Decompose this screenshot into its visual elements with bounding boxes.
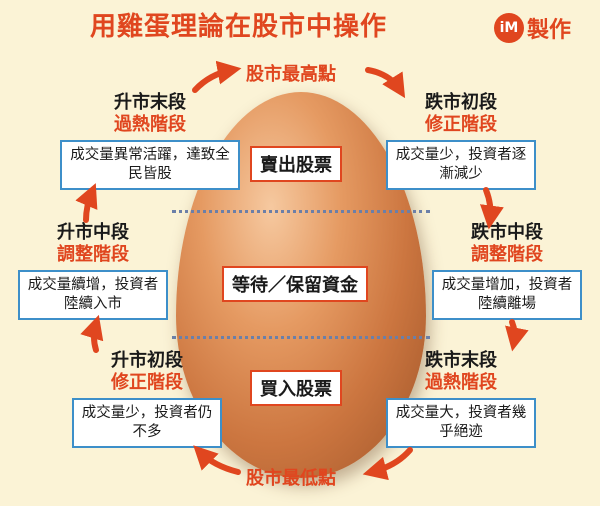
stage-phase: 調整階段 [471, 244, 543, 265]
arrow-bottom-left-icon [193, 445, 241, 475]
arrow-left-lower-icon [80, 314, 104, 353]
stage-rise-late: 升市末段 過熱階段 成交量異常活躍，達致全民皆股 [60, 92, 240, 190]
brand-text: 製作 [527, 18, 572, 43]
stage-fall-mid: 跌市中段 調整階段 成交量增加，投資者陸續離場 [432, 222, 582, 320]
arrow-top-left-icon [192, 60, 242, 93]
stage-description: 成交量大，投資者幾乎絕迹 [386, 398, 536, 448]
stage-description: 成交量少，投資者逐漸減少 [386, 140, 536, 190]
stage-name: 跌市末段 [425, 350, 497, 371]
stage-phase: 過熱階段 [114, 114, 186, 135]
arrow-right-upper-icon [480, 187, 504, 230]
arrow-bottom-right-icon [362, 447, 413, 481]
divider-upper [172, 210, 430, 213]
stage-phase: 調整階段 [57, 244, 129, 265]
arrow-top-right-icon [365, 67, 406, 99]
market-peak-label: 股市最高點 [246, 64, 336, 85]
buy-action-label: 買入股票 [250, 370, 342, 406]
stage-phase: 修正階段 [425, 114, 497, 135]
stage-description: 成交量少，投資者仍不多 [72, 398, 222, 448]
stage-fall-late: 跌市末段 過熱階段 成交量大，投資者幾乎絕迹 [386, 350, 536, 448]
stage-name: 跌市初段 [425, 92, 497, 113]
stage-description: 成交量增加，投資者陸續離場 [432, 270, 582, 320]
arrow-right-lower-icon [505, 319, 529, 352]
stage-name: 升市中段 [57, 222, 129, 243]
stage-name: 升市末段 [114, 92, 186, 113]
stage-phase: 修正階段 [111, 372, 183, 393]
wait-action-label: 等待／保留資金 [222, 266, 368, 302]
diagram-title: 用雞蛋理論在股市中操作 [90, 12, 388, 42]
arrow-left-upper-icon [75, 183, 98, 223]
stage-phase: 過熱階段 [425, 372, 497, 393]
stage-fall-early: 跌市初段 修正階段 成交量少，投資者逐漸減少 [386, 92, 536, 190]
brand: iM 製作 [494, 12, 571, 44]
market-trough-label: 股市最低點 [246, 468, 336, 489]
brand-logo-icon: iM [494, 13, 524, 43]
sell-action-label: 賣出股票 [250, 146, 342, 182]
stage-rise-early: 升市初段 修正階段 成交量少，投資者仍不多 [72, 350, 222, 448]
stage-name: 升市初段 [111, 350, 183, 371]
stage-description: 成交量異常活躍，達致全民皆股 [60, 140, 240, 190]
divider-lower [172, 336, 430, 339]
